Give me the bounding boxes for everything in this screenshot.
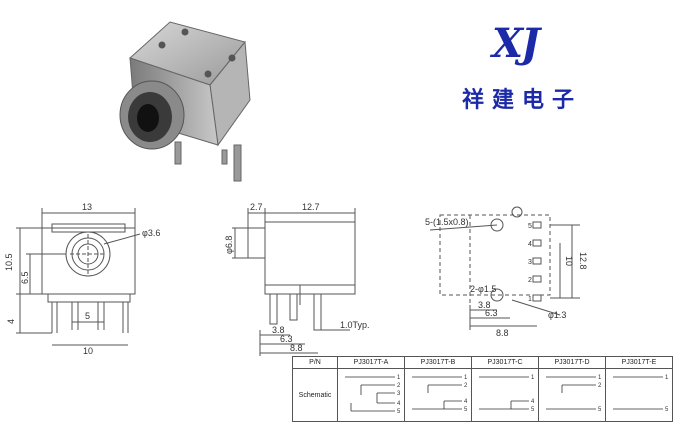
side-p1-dim: 3.8 [272,325,285,335]
pn-part-c: PJ3017T-C [471,356,539,369]
pcb-hole-large-dim: φ1.3 [548,310,566,320]
svg-text:4: 4 [397,401,401,407]
schematic-b-diagram: 1 2 4 5 [412,375,468,413]
svg-text:1: 1 [598,375,602,381]
product-image [119,21,251,182]
schematic-label: Schematic [292,368,338,422]
svg-text:2: 2 [598,383,602,389]
side-p2-dim: 6.3 [280,334,293,344]
svg-text:2: 2 [397,383,401,389]
pcb-slots-dim: 5-(1.5x0.8) [425,217,469,227]
front-pin-height-dim: 4 [6,319,16,324]
pn-part-a: PJ3017T-A [337,356,405,369]
svg-text:5: 5 [531,407,535,413]
pcb-height-total-dim: 12.8 [578,252,588,270]
svg-text:5: 5 [665,407,669,413]
brand-logo-block: XJ 祥建电子 [462,20,592,113]
pcb-x3-dim: 8.8 [496,328,509,338]
svg-text:5: 5 [464,407,468,413]
brand-name: 祥建电子 [462,88,583,113]
svg-text:5: 5 [397,409,401,415]
svg-text:4: 4 [464,399,468,405]
front-pin-spacing-dim: 5 [85,311,90,321]
front-hole-dia-dim: φ3.6 [142,228,160,238]
svg-text:4: 4 [531,399,535,405]
schematic-a-diagram: 1 2 3 4 5 [345,375,401,415]
side-front-dim: 2.7 [250,202,263,212]
svg-text:1: 1 [528,296,532,303]
svg-text:1: 1 [531,375,535,381]
svg-text:5: 5 [598,407,602,413]
front-height-total-dim: 10.5 [4,253,14,271]
pcb-x2-dim: 6.3 [485,308,498,318]
front-pin-span-dim: 10 [83,346,93,356]
svg-text:1: 1 [397,375,401,381]
front-center-height-dim: 6.5 [20,271,30,284]
svg-text:3: 3 [397,391,401,397]
svg-text:1: 1 [464,375,468,381]
pn-part-b: PJ3017T-B [404,356,472,369]
svg-text:3: 3 [528,259,532,266]
schematic-a: 1 2 3 4 5 [337,368,405,422]
side-pin-thickness-dim: 1.0Typ. [340,320,370,330]
front-width-dim: 13 [82,202,92,212]
schematic-d: 1 2 5 [538,368,606,422]
side-p3-dim: 8.8 [290,343,303,353]
svg-text:4: 4 [528,241,532,248]
pn-table: P/N PJ3017T-A PJ3017T-B PJ3017T-C PJ3017… [292,356,673,422]
pcb-hole-small-dim: 2-φ1.5 [470,284,496,294]
svg-text:1: 1 [665,375,669,381]
pcb-x1-dim: 3.8 [478,300,491,310]
schematic-c: 1 4 5 [471,368,539,422]
svg-text:5: 5 [528,223,532,230]
schematic-b: 1 2 4 5 [404,368,472,422]
pn-label: P/N [292,356,338,369]
side-body-dim: 12.7 [302,202,320,212]
schematic-d-diagram: 1 2 5 [546,375,602,413]
brand-logo: XJ [492,20,540,67]
svg-text:2: 2 [528,277,532,284]
side-hole-dim: φ6.8 [224,236,234,254]
pn-part-d: PJ3017T-D [538,356,606,369]
schematic-c-diagram: 1 4 5 [479,375,535,413]
svg-text:2: 2 [464,383,468,389]
pcb-height-dim: 10 [564,256,574,266]
schematic-e-diagram: 15 [613,375,669,413]
pn-part-e: PJ3017T-E [605,356,673,369]
